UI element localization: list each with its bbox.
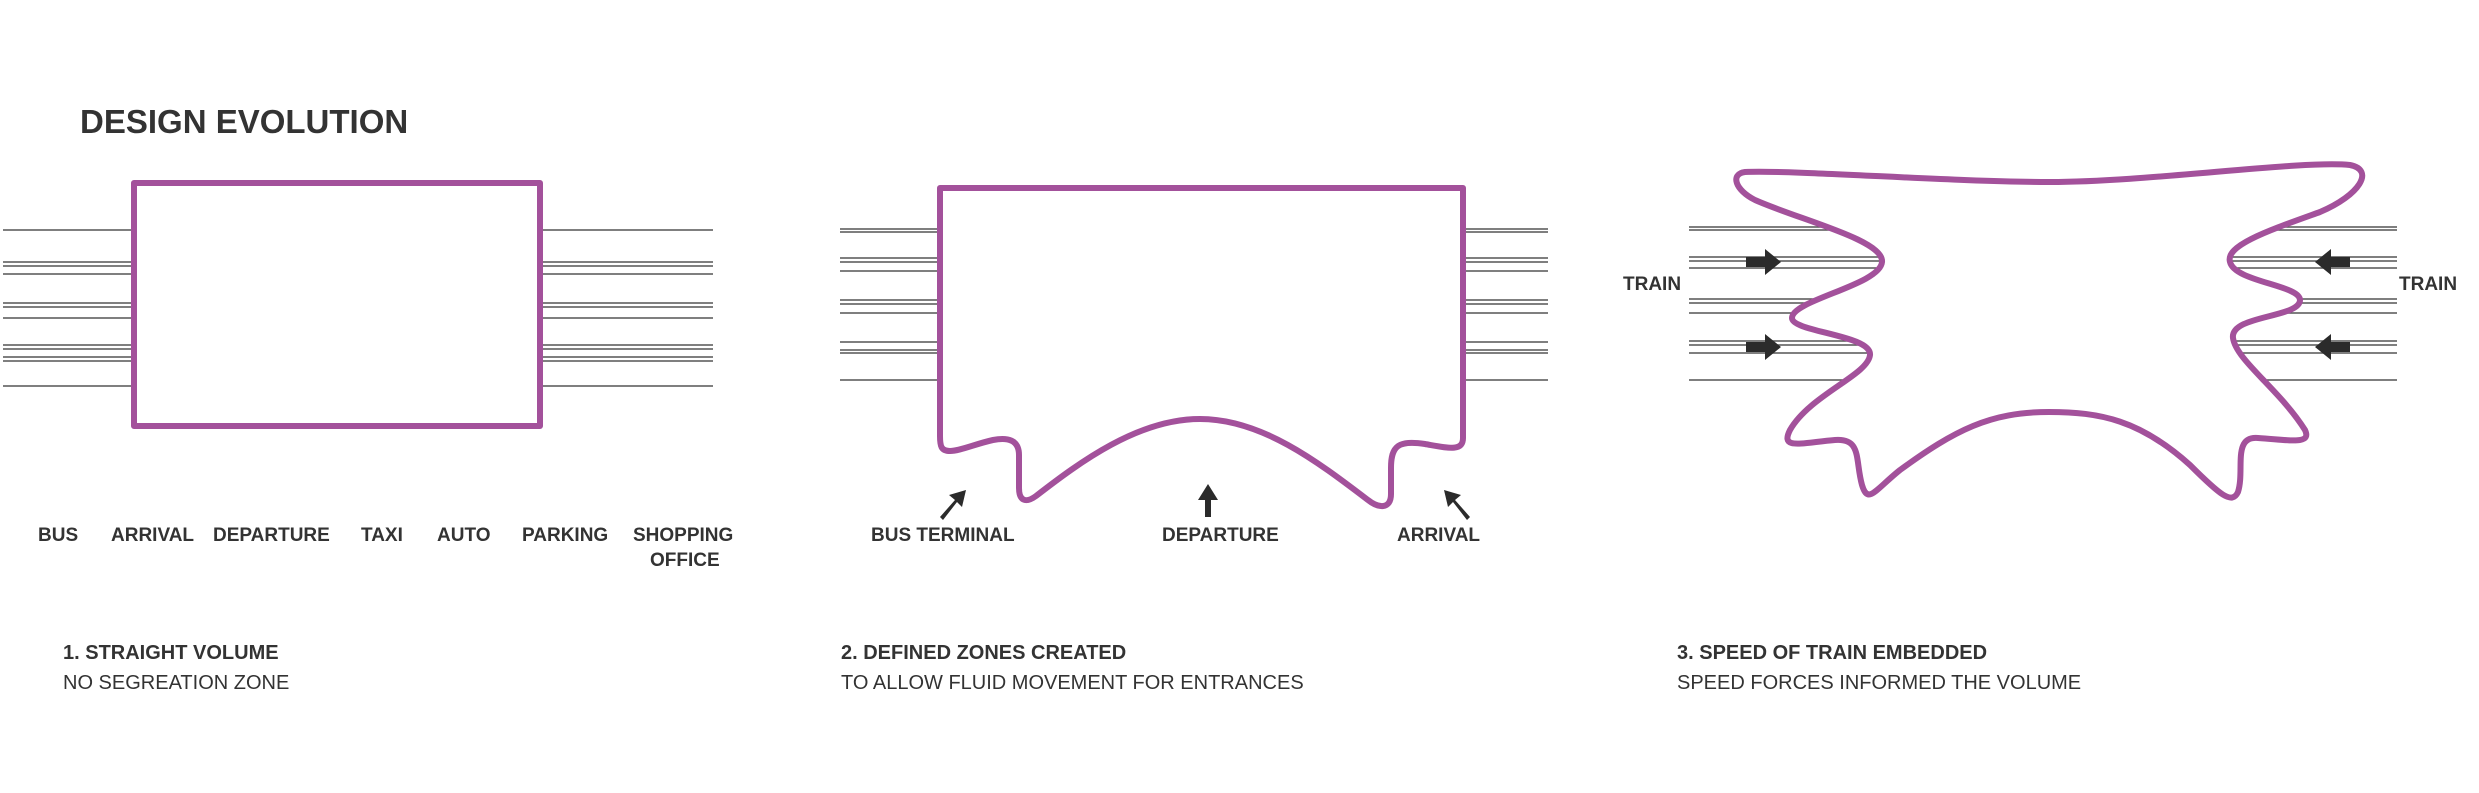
label-bus: BUS xyxy=(38,525,78,546)
label-departure: DEPARTURE xyxy=(1162,525,1279,546)
stage-1-subtitle: NO SEGREATION ZONE xyxy=(63,672,289,694)
stage-1-heading: 1. STRAIGHT VOLUME xyxy=(63,642,279,664)
stage-2-subtitle: TO ALLOW FLUID MOVEMENT FOR ENTRANCES xyxy=(841,672,1304,694)
label-arrival: ARRIVAL xyxy=(1397,525,1480,546)
arrow-left-icon xyxy=(2315,334,2350,360)
stage-2-heading: 2. DEFINED ZONES CREATED xyxy=(841,642,1126,664)
label-bus-terminal: BUS TERMINAL xyxy=(871,525,1015,546)
arrow-left-icon xyxy=(2315,249,2350,275)
arrow-right-icon xyxy=(1746,334,1781,360)
label-office: OFFICE xyxy=(650,550,720,571)
stage-3-heading: 3. SPEED OF TRAIN EMBEDDED xyxy=(1677,642,1987,664)
arrow-up-left-icon xyxy=(1444,490,1470,520)
label-parking: PARKING xyxy=(522,525,608,546)
label-departure: DEPARTURE xyxy=(213,525,330,546)
stage-3-subtitle: SPEED FORCES INFORMED THE VOLUME xyxy=(1677,672,2081,694)
stage-3-diagram: TRAIN TRAIN 3. SPEED OF TRAIN EMBEDDED S… xyxy=(1623,161,2457,694)
stage-2-diagram: BUS TERMINAL DEPARTURE ARRIVAL 2. DEFINE… xyxy=(840,185,1548,694)
stage-1-diagram: BUS ARRIVAL DEPARTURE TAXI AUTO PARKING … xyxy=(3,180,733,694)
arrow-up-right-icon xyxy=(940,490,966,520)
label-shopping: SHOPPING xyxy=(633,525,733,546)
label-taxi: TAXI xyxy=(361,525,403,546)
page-title: DESIGN EVOLUTION xyxy=(80,103,408,140)
straight-volume-box xyxy=(131,180,543,429)
label-arrival: ARRIVAL xyxy=(111,525,194,546)
fluid-volume-shape xyxy=(1733,161,2366,501)
arrow-right-icon xyxy=(1746,249,1781,275)
arrow-up-icon xyxy=(1198,484,1218,517)
label-train-right: TRAIN xyxy=(2399,274,2457,295)
label-train-left: TRAIN xyxy=(1623,274,1681,295)
label-auto: AUTO xyxy=(437,525,490,546)
zoned-volume-shape xyxy=(937,185,1466,509)
